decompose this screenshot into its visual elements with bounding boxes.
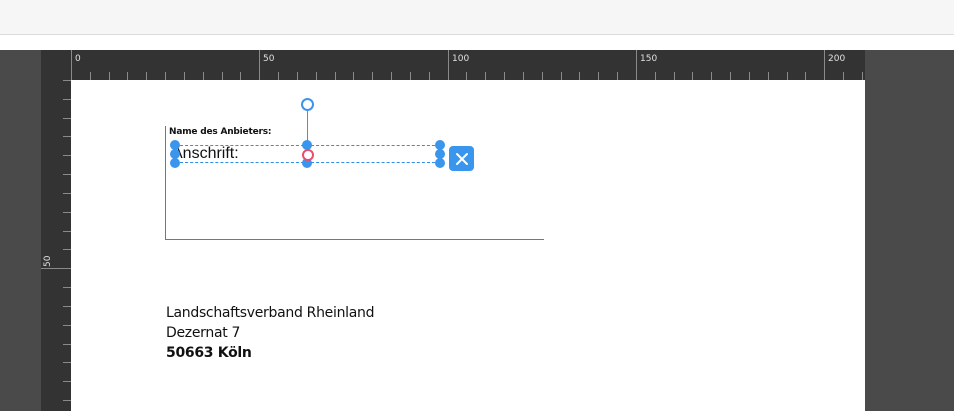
recipient-address: Landschaftsverband Rheinland Dezernat 7 … <box>166 303 374 363</box>
close-icon <box>455 152 468 165</box>
ruler-tick <box>429 72 430 80</box>
ruler-tick <box>63 212 71 213</box>
ruler-tick <box>749 72 750 80</box>
ruler-label-50: 50 <box>263 54 275 64</box>
ruler-tick <box>63 136 71 137</box>
ruler-label-0: 0 <box>75 54 81 64</box>
ruler-tick <box>90 72 91 80</box>
ruler-tick <box>63 193 71 194</box>
ruler-tick <box>335 72 336 80</box>
ruler-tick <box>466 72 467 80</box>
ruler-tick <box>203 72 204 80</box>
top-toolbar <box>0 0 954 35</box>
ruler-tick <box>655 72 656 80</box>
ruler-tick <box>353 72 354 80</box>
ruler-tick <box>730 72 731 80</box>
resize-handle-bottom-center[interactable] <box>302 158 312 168</box>
delete-element-button[interactable] <box>449 146 474 171</box>
ruler-tick <box>63 362 71 363</box>
ruler-tick <box>63 400 71 401</box>
ruler-tick <box>504 72 505 80</box>
rotation-stem <box>307 111 308 145</box>
ruler-tick <box>824 50 825 80</box>
ruler-tick <box>579 72 580 80</box>
toolbar-spacer <box>0 35 954 50</box>
ruler-tick <box>71 50 72 80</box>
ruler-label-v50: 50 <box>43 255 53 267</box>
ruler-tick <box>278 72 279 80</box>
anbieter-field-label: Name des Anbieters: <box>169 127 272 137</box>
ruler-corner <box>41 50 71 80</box>
vertical-ruler[interactable]: 50 <box>41 80 71 411</box>
ruler-tick <box>542 72 543 80</box>
address-line-2: Dezernat 7 <box>166 325 241 341</box>
resize-handle-bottom-right[interactable] <box>435 158 445 168</box>
resize-handle-top-center[interactable] <box>302 140 312 150</box>
ruler-tick <box>63 287 71 288</box>
ruler-label-100: 100 <box>452 54 470 64</box>
ruler-tick <box>485 72 486 80</box>
ruler-tick <box>372 72 373 80</box>
ruler-tick <box>805 72 806 80</box>
horizontal-ruler[interactable]: 0 50 100 150 200 <box>71 50 865 80</box>
ruler-tick <box>63 344 71 345</box>
ruler-tick <box>598 72 599 80</box>
ruler-tick <box>63 118 71 119</box>
ruler-tick <box>617 72 618 80</box>
ruler-tick <box>41 268 71 269</box>
ruler-tick <box>184 72 185 80</box>
document-page[interactable]: Name des Anbieters: Anschrift: Landschaf… <box>71 80 865 411</box>
ruler-label-150: 150 <box>640 54 658 64</box>
center-handle-icon[interactable] <box>302 149 314 161</box>
ruler-label-200: 200 <box>828 54 846 64</box>
ruler-tick <box>561 72 562 80</box>
selected-text-element[interactable]: Anschrift: <box>172 145 239 162</box>
resize-handle-middle-left[interactable] <box>170 149 180 159</box>
ruler-tick <box>63 80 71 81</box>
resize-handle-middle-right[interactable] <box>435 149 445 159</box>
ruler-tick <box>146 72 147 80</box>
ruler-tick <box>63 249 71 250</box>
ruler-tick <box>297 72 298 80</box>
ruler-tick <box>862 72 863 80</box>
ruler-tick <box>692 72 693 80</box>
ruler-tick <box>410 72 411 80</box>
ruler-tick <box>222 72 223 80</box>
ruler-tick <box>448 50 449 80</box>
ruler-tick <box>391 72 392 80</box>
resize-handle-bottom-left[interactable] <box>170 158 180 168</box>
ruler-tick <box>127 72 128 80</box>
ruler-tick <box>63 306 71 307</box>
ruler-tick <box>109 72 110 80</box>
ruler-tick <box>63 155 71 156</box>
ruler-tick <box>63 325 71 326</box>
ruler-tick <box>843 72 844 80</box>
address-line-1: Landschaftsverband Rheinland <box>166 305 375 321</box>
resize-handle-top-right[interactable] <box>435 140 445 150</box>
ruler-tick <box>711 72 712 80</box>
address-line-3: 50663 Köln <box>166 345 252 361</box>
ruler-tick <box>165 72 166 80</box>
ruler-tick <box>316 72 317 80</box>
anbieter-field-frame <box>165 126 544 240</box>
resize-handle-top-left[interactable] <box>170 140 180 150</box>
ruler-tick <box>674 72 675 80</box>
ruler-tick <box>63 231 71 232</box>
ruler-tick <box>63 174 71 175</box>
rotate-handle-icon[interactable] <box>301 98 314 111</box>
ruler-tick <box>768 72 769 80</box>
ruler-tick <box>636 50 637 80</box>
ruler-tick <box>63 381 71 382</box>
ruler-tick <box>259 50 260 80</box>
ruler-tick <box>63 99 71 100</box>
ruler-tick <box>787 72 788 80</box>
ruler-tick <box>240 72 241 80</box>
ruler-tick <box>523 72 524 80</box>
